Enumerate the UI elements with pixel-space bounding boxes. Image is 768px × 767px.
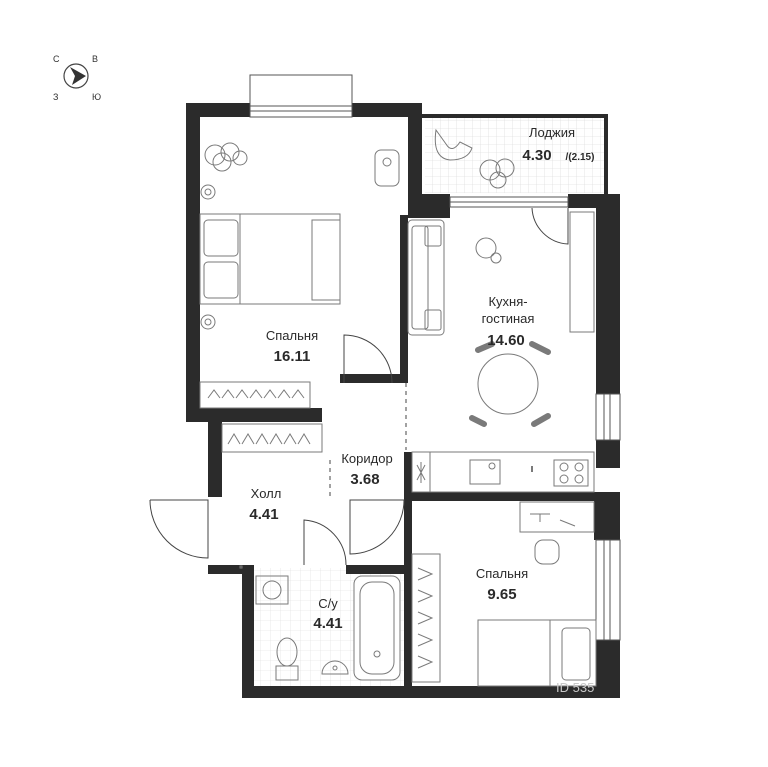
wall-segment [346, 565, 408, 574]
corridor-area: 3.68 [350, 471, 379, 488]
kitchen-counter-icon [411, 451, 595, 493]
corridor-name: Коридор [341, 451, 392, 466]
wall-segment [404, 452, 413, 497]
double-bed-icon [199, 184, 341, 330]
room-labels: Лоджия 4.30 /(2.15) Спальня 16.11 Кухня-… [249, 125, 594, 632]
compass-east: В [92, 54, 98, 64]
compass-west: З [53, 92, 58, 102]
wardrobe-icon [221, 423, 323, 453]
lamp-icon [475, 237, 502, 264]
wall-segment [404, 492, 594, 501]
wall-segment [352, 103, 422, 117]
door-loggia [531, 207, 569, 245]
sofa-icon [407, 219, 445, 336]
bathroom-name: С/у [318, 596, 338, 611]
bedroom-large-area: 16.11 [274, 348, 311, 365]
door-entrance [149, 499, 209, 559]
windows [249, 74, 621, 641]
loggia-area: 4.30 [522, 147, 551, 164]
wardrobe-icon [199, 381, 311, 409]
plant-icon [479, 158, 515, 189]
kitchen-name-line1: Кухня- [488, 294, 527, 309]
dining-table-icon [469, 341, 551, 427]
armchair-icon [434, 128, 473, 161]
toilet-icon [275, 637, 299, 681]
loggia-floor [425, 118, 608, 193]
wall-segment [186, 103, 250, 117]
door-bedroom [343, 334, 393, 384]
wall-segment [208, 422, 222, 497]
door-bathroom [303, 519, 347, 566]
bathroom-area: 4.41 [313, 615, 342, 632]
plant-icon [204, 142, 248, 172]
wall-segment [186, 103, 200, 422]
bedroom-small-name: Спальня [476, 566, 528, 581]
doors [149, 207, 569, 566]
washing-machine-icon [255, 575, 289, 605]
wall-segment [404, 500, 412, 690]
watermark: ID 535 [556, 680, 594, 695]
kitchen-area: 14.60 [487, 332, 525, 349]
furniture [199, 128, 597, 687]
sink-icon [321, 660, 349, 675]
walls [186, 103, 620, 698]
kitchen-name-line2: гостиная [482, 311, 535, 326]
compass-ring [63, 63, 89, 89]
wall-segment [418, 114, 608, 118]
chair-icon [374, 149, 400, 187]
compass: С В З Ю [53, 54, 101, 102]
hall-area: 4.41 [249, 506, 278, 523]
loggia-name: Лоджия [529, 125, 575, 140]
wall-segment [596, 194, 620, 394]
desk-icon [519, 501, 595, 565]
compass-south: Ю [92, 92, 101, 102]
wall-segment [340, 374, 408, 383]
wall-segment [186, 408, 322, 422]
wall-segment [242, 565, 254, 690]
wall-segment [596, 510, 620, 532]
wardrobe-icon [411, 553, 441, 683]
wall-segment [604, 114, 608, 194]
wall-segment [596, 640, 620, 692]
tv-stand-icon [569, 211, 595, 333]
window-top [249, 74, 353, 118]
window-bedroom-small [595, 539, 621, 641]
wall-segment [418, 114, 422, 194]
loggia-area-extra: /(2.15) [566, 152, 595, 163]
bedroom-large-name: Спальня [266, 328, 318, 343]
window-kitchen [595, 393, 621, 441]
compass-north: С [53, 54, 60, 64]
compass-arrow-icon [70, 67, 86, 85]
bathtub-icon [353, 575, 401, 681]
wall-segment [408, 194, 450, 218]
single-bed-icon [477, 619, 597, 687]
bedroom-small-area: 9.65 [487, 586, 516, 603]
wall-segment [400, 215, 408, 382]
wall-segment [596, 440, 620, 468]
hall-name: Холл [251, 486, 282, 501]
wall-segment [208, 565, 254, 574]
door-hall [349, 499, 405, 555]
wall-segment [242, 686, 620, 698]
